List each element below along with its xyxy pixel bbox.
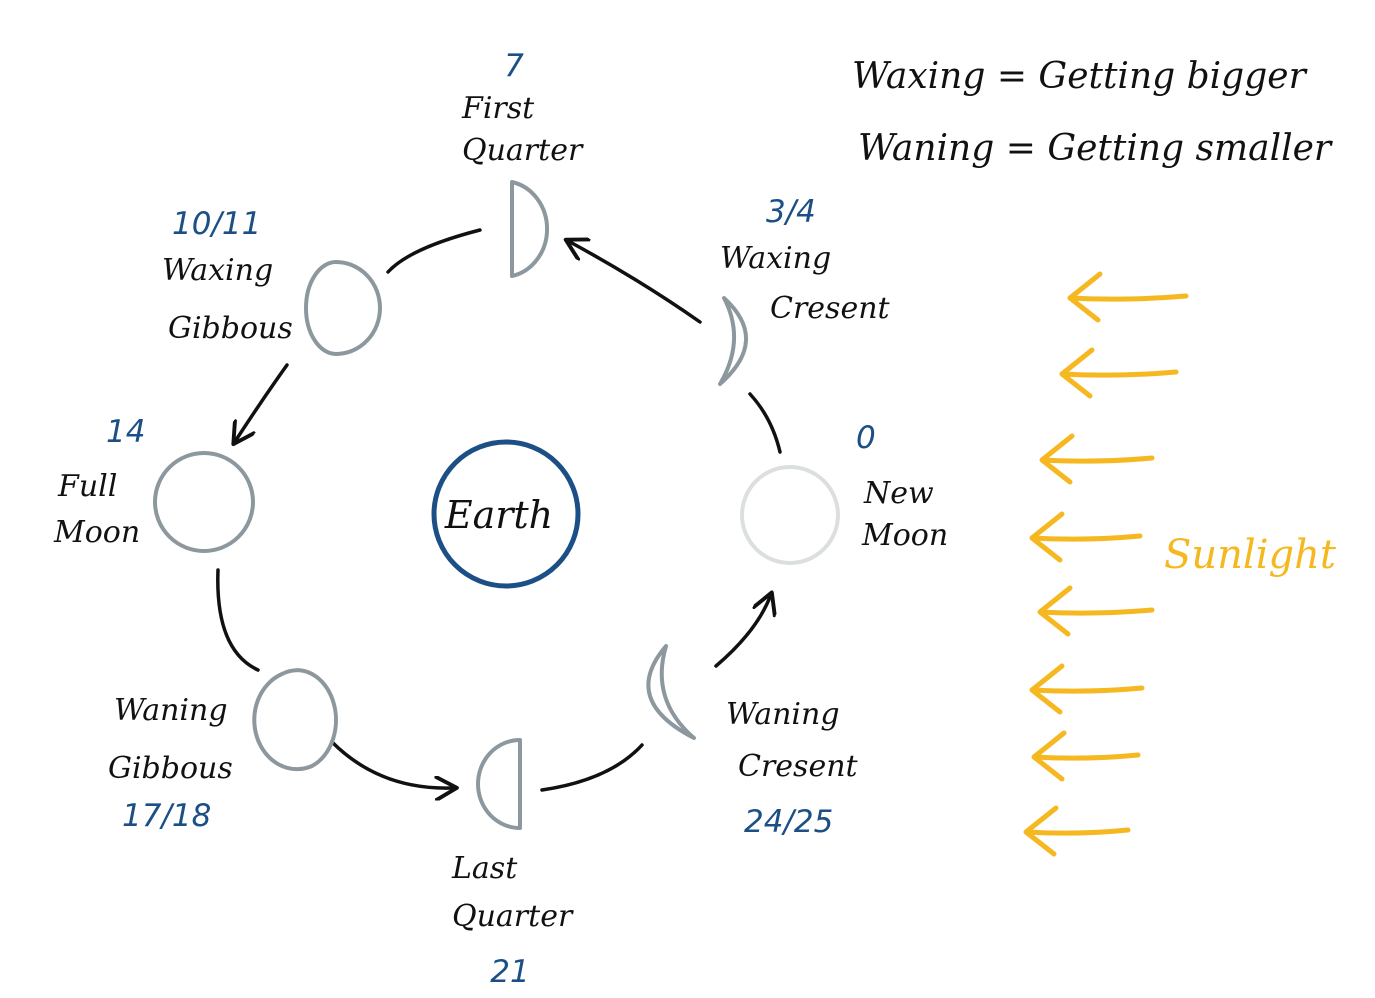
label-waxing-gibbous-line2: Gibbous [168,311,293,346]
day-waning-gibbous: 17/18 [122,798,211,834]
sunlight-arrow [1029,511,1143,563]
earth-label: Earth [444,493,553,537]
legend-waning: Waning = Getting smaller [858,128,1333,169]
moon-waxing-crescent [718,296,748,386]
moon-waning-gibbous [252,668,338,772]
phase-labels: 0 New Moon 3/4 Waxing Cresent 7 First Qu… [53,48,948,990]
day-waxing-gibbous: 10/11 [172,206,261,242]
sunlight-arrow [1031,730,1141,782]
label-waxing-gibbous-line1: Waxing [162,253,273,288]
label-waxing-crescent-line2: Cresent [770,291,891,326]
earth-circle [431,439,581,589]
label-new-moon-line1: New [863,476,934,511]
label-new-moon-line2: Moon [861,518,948,553]
moon-last-quarter [476,738,522,830]
orbit-arrow-new-to-waxing-crescent [748,392,782,454]
sunlight-arrow [1029,663,1145,715]
orbit-arrow-waning-crescent-to-new [714,597,770,668]
label-full-moon-line1: Full [57,469,117,504]
day-full-moon: 14 [106,414,145,450]
label-first-quarter-line2: Quarter [462,133,584,168]
orbit-arrow-full-to-waning-gibbous [216,568,260,672]
day-new-moon: 0 [856,420,876,456]
orbit-arrow-waxing-gibbous-to-full [236,363,289,440]
sunlight-label: Sunlight [1164,532,1337,578]
sunlight-arrows [1023,271,1189,857]
orbit-arrow-waning-gibbous-to-last-quarter [330,740,452,788]
orbit-arrow-waxing-crescent-to-first-quarter [570,242,702,324]
moon-new-moon [740,465,840,565]
day-waxing-crescent: 3/4 [766,194,816,230]
label-full-moon-line2: Moon [53,515,140,550]
label-waning-gibbous-line1: Waning [114,693,228,728]
moon-waning-crescent [646,644,696,740]
sunlight-arrow [1023,805,1131,857]
day-waning-crescent: 24/25 [744,804,833,840]
sunlight-arrow [1037,585,1155,637]
orbit-arrow-last-quarter-to-waning-crescent [540,743,644,792]
moon-waxing-gibbous [304,260,382,356]
earth: Earth [431,439,581,589]
moon-first-quarter [510,180,549,278]
orbit-arrow-first-quarter-to-waxing-gibbous [386,228,482,274]
day-first-quarter: 7 [504,48,524,84]
moons [153,180,840,830]
label-waning-gibbous-line2: Gibbous [108,751,233,786]
sunlight-arrow [1039,433,1155,485]
orbit-arrows [216,228,782,792]
label-last-quarter-line1: Last [451,851,518,886]
label-waning-crescent-line2: Cresent [738,749,859,784]
legend-waxing: Waxing = Getting bigger [852,56,1308,97]
label-waning-crescent-line1: Waning [726,697,840,732]
label-waxing-crescent-line1: Waxing [720,241,831,276]
label-last-quarter-line2: Quarter [452,899,574,934]
moon-full-moon [153,451,255,553]
sunlight-arrow [1067,271,1189,323]
day-last-quarter: 21 [490,954,529,990]
label-first-quarter-line1: First [461,91,535,126]
sunlight-arrow [1059,347,1179,399]
